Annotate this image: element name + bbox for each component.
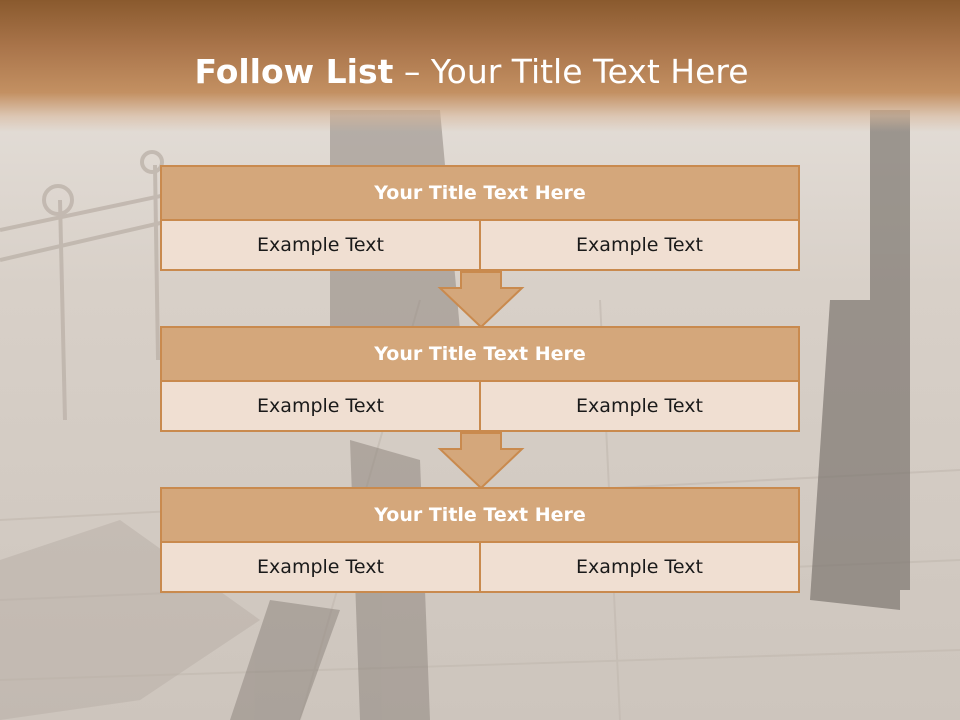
slide-title: Follow List – Your Title Text Here xyxy=(0,52,943,91)
step-1-left-cell: Example Text xyxy=(160,221,481,271)
step-title-2: Your Title Text Here xyxy=(160,326,800,382)
step-3-right-cell: Example Text xyxy=(481,543,800,593)
step-row-1: Example Text Example Text xyxy=(160,221,800,271)
title-bar xyxy=(0,0,960,132)
step-box-2: Your Title Text Here Example Text Exampl… xyxy=(160,326,800,432)
step-box-1: Your Title Text Here Example Text Exampl… xyxy=(160,165,800,271)
slide-title-rest: – Your Title Text Here xyxy=(393,52,749,91)
step-row-3: Example Text Example Text xyxy=(160,543,800,593)
slide-title-bold: Follow List xyxy=(194,52,394,91)
step-1-right-cell: Example Text xyxy=(481,221,800,271)
step-row-2: Example Text Example Text xyxy=(160,382,800,432)
step-title-3: Your Title Text Here xyxy=(160,487,800,543)
down-arrow-icon-1 xyxy=(437,271,525,329)
step-title-1: Your Title Text Here xyxy=(160,165,800,221)
step-2-right-cell: Example Text xyxy=(481,382,800,432)
step-box-3: Your Title Text Here Example Text Exampl… xyxy=(160,487,800,593)
step-2-left-cell: Example Text xyxy=(160,382,481,432)
down-arrow-icon-2 xyxy=(437,432,525,490)
step-3-left-cell: Example Text xyxy=(160,543,481,593)
